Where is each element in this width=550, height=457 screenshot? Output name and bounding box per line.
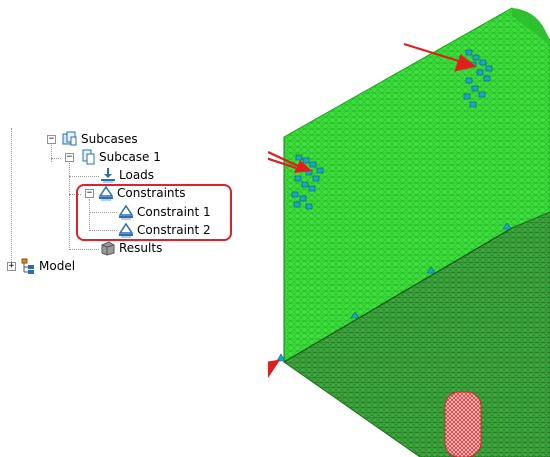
tree-guide-h3: [69, 194, 81, 195]
model-tree: − Subcases − Subcase 1 Loads −: [0, 0, 270, 457]
tree-guide-h6: [69, 249, 99, 250]
tree-label-subcase-1: Subcase 1: [99, 150, 161, 164]
tree-guide-subcases: [51, 145, 52, 162]
subcases-collapse-toggle[interactable]: −: [47, 134, 56, 144]
subcase1-collapse-toggle[interactable]: −: [65, 152, 74, 162]
edge-constraint-markers: [276, 222, 512, 362]
tree-node-subcase-1[interactable]: Subcase 1: [80, 148, 161, 166]
tree-node-results[interactable]: Results: [100, 239, 162, 257]
results-icon: [101, 241, 115, 256]
tree-label-constraint-2: Constraint 2: [137, 223, 211, 237]
tree-guide-h5: [89, 230, 117, 231]
arrow-left-shaft: [268, 151, 299, 167]
tree-label-loads: Loads: [119, 168, 155, 182]
tree-guide-h2: [69, 176, 99, 177]
tree-label-constraint-1: Constraint 1: [137, 205, 211, 219]
arrow-left-head: [294, 160, 312, 173]
tree-label-constraints: Constraints: [117, 186, 186, 200]
tree-node-constraint-2[interactable]: Constraint 2: [118, 221, 211, 239]
constraints-collapse-toggle[interactable]: −: [85, 188, 94, 198]
constraints-highlight-box: [76, 184, 232, 241]
tree-guide-h4: [89, 212, 117, 213]
pin-cylinder: [444, 391, 482, 457]
constraints-icon: [98, 185, 114, 201]
tree-node-subcases[interactable]: Subcases: [62, 130, 138, 148]
subcase-icon: [82, 149, 95, 165]
mesh-viewport[interactable]: [268, 0, 550, 457]
tree-node-constraints[interactable]: Constraints: [98, 184, 185, 202]
tree-label-subcases: Subcases: [81, 132, 138, 146]
tree-node-constraint-1[interactable]: Constraint 1: [118, 203, 211, 221]
tree-guide-constraints: [89, 199, 90, 231]
tree-guide-root: [11, 128, 12, 268]
tree-label-results: Results: [119, 241, 163, 255]
constraint-icon: [118, 222, 134, 238]
tree-label-model: Model: [39, 259, 76, 273]
model-tree-icon: [21, 258, 34, 274]
plate-fillet: [512, 8, 550, 45]
tree-node-model[interactable]: Model: [20, 257, 75, 275]
tree-guide-subcase1: [69, 163, 70, 250]
constraint-icon: [118, 204, 134, 220]
plate-edge: [283, 227, 513, 363]
subcases-icon: [62, 131, 77, 146]
annotation-arrows: [268, 42, 477, 378]
tree-guide-h1: [51, 158, 61, 159]
tree-node-loads[interactable]: Loads: [100, 166, 154, 184]
loads-icon: [101, 168, 115, 183]
model-expand-toggle[interactable]: +: [7, 261, 16, 271]
